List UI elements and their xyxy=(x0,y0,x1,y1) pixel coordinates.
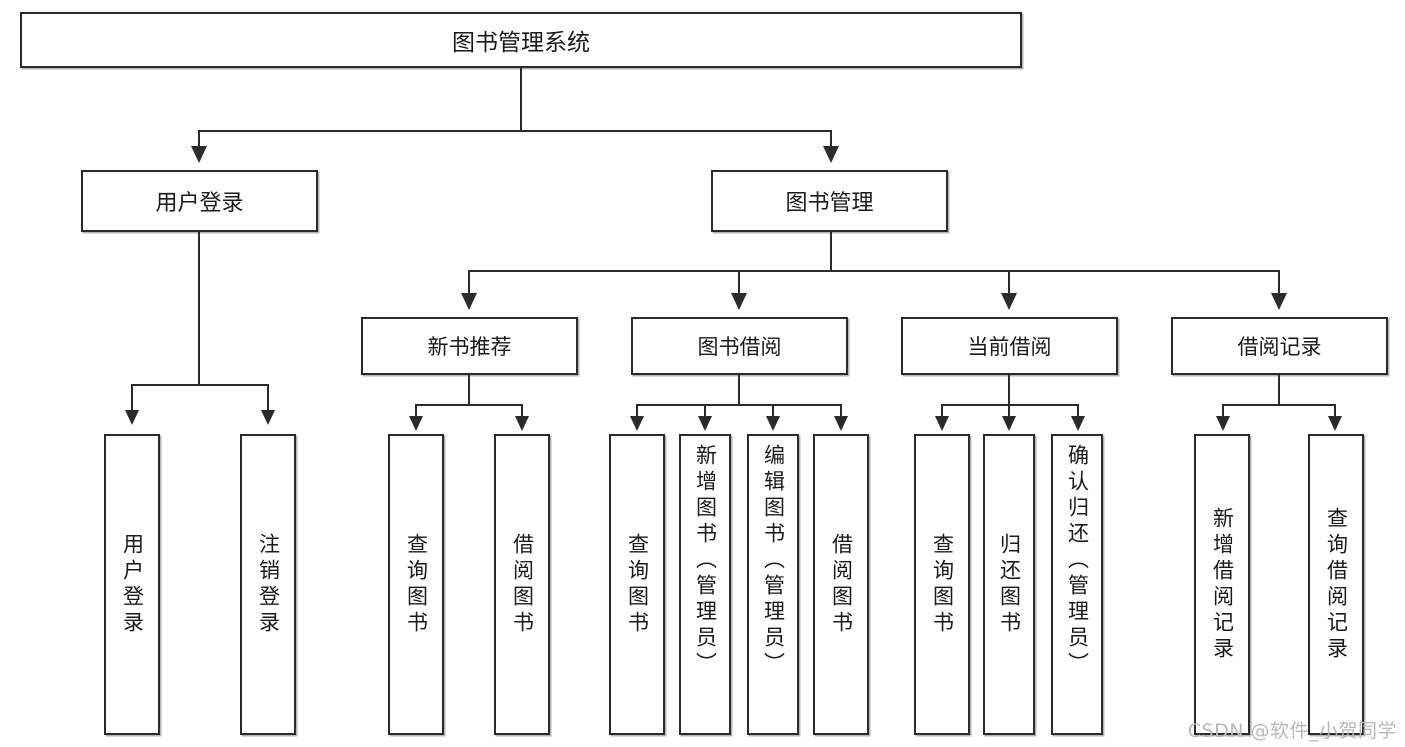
node-label: 注销登录 xyxy=(256,532,281,637)
node-label: 新增借阅记录 xyxy=(1210,506,1235,663)
connector-new-book-recommend-bus xyxy=(415,404,522,406)
node-label: 编辑图书（管理员） xyxy=(761,444,786,678)
node-book-management[interactable]: 图书管理 xyxy=(711,170,948,232)
arrow-down-leaf-add-book xyxy=(698,416,712,431)
connector-drop-leaf-add-book xyxy=(704,404,706,418)
connector-drop-book-management xyxy=(830,130,832,148)
connector-level3-bus xyxy=(468,270,1280,272)
arrow-down-leaf-borrow-book-2 xyxy=(834,416,848,431)
node-label: 用户登录 xyxy=(155,191,244,216)
connector-drop-new-book-recommend xyxy=(468,270,470,295)
node-label: 确认归还（管理员） xyxy=(1065,444,1090,678)
connector-borrow-record-stem xyxy=(1278,375,1280,404)
node-leaf-edit-book[interactable]: 编辑图书（管理员） xyxy=(747,434,799,735)
node-book-borrow[interactable]: 图书借阅 xyxy=(631,317,848,375)
connector-drop-leaf-user-login xyxy=(131,384,133,412)
watermark-text: CSDN @软件_小贺同学 xyxy=(1187,720,1397,742)
arrow-down-leaf-edit-book xyxy=(766,416,780,431)
arrow-down-leaf-query-book-3 xyxy=(935,416,949,431)
node-label: 归还图书 xyxy=(997,532,1022,637)
node-new-book-recommend[interactable]: 新书推荐 xyxy=(361,317,578,375)
connector-drop-leaf-query-book-3 xyxy=(941,404,943,418)
node-label: 查询借阅记录 xyxy=(1324,506,1349,663)
node-leaf-query-book-2[interactable]: 查询图书 xyxy=(609,434,665,735)
connector-drop-book-borrow xyxy=(738,270,740,295)
connector-drop-leaf-confirm-return xyxy=(1077,404,1079,418)
connector-book-borrow-bus xyxy=(636,404,842,406)
connector-drop-user-login xyxy=(198,130,200,148)
connector-current-borrow-bus xyxy=(941,404,1079,406)
node-root-book-management-system[interactable]: 图书管理系统 xyxy=(20,12,1022,68)
node-label: 查询图书 xyxy=(930,532,955,637)
node-leaf-confirm-return[interactable]: 确认归还（管理员） xyxy=(1051,434,1103,735)
arrow-down-book-management xyxy=(823,146,839,163)
arrow-down-leaf-query-record xyxy=(1328,416,1342,431)
node-leaf-return-book[interactable]: 归还图书 xyxy=(983,434,1035,735)
node-label: 查询图书 xyxy=(625,532,650,637)
node-leaf-add-record[interactable]: 新增借阅记录 xyxy=(1194,434,1250,735)
node-label: 图书借阅 xyxy=(697,335,782,359)
arrow-down-leaf-confirm-return xyxy=(1071,416,1085,431)
node-label: 新书推荐 xyxy=(427,335,512,359)
node-label: 图书管理系统 xyxy=(452,30,590,56)
connector-book-borrow-stem xyxy=(738,375,740,404)
node-current-borrow[interactable]: 当前借阅 xyxy=(901,317,1118,375)
node-label: 用户登录 xyxy=(120,532,145,637)
connector-drop-leaf-add-record xyxy=(1222,404,1224,418)
connector-drop-leaf-query-book-2 xyxy=(636,404,638,418)
connector-borrow-record-bus xyxy=(1222,404,1336,406)
node-label: 图书管理 xyxy=(785,191,874,216)
connector-drop-leaf-borrow-book-1 xyxy=(521,404,523,418)
arrow-down-new-book-recommend xyxy=(461,293,477,310)
node-leaf-query-book-1[interactable]: 查询图书 xyxy=(388,434,444,735)
arrow-down-user-login xyxy=(191,146,207,163)
arrow-down-book-borrow xyxy=(731,293,747,310)
connector-drop-current-borrow xyxy=(1008,270,1010,295)
connector-current-borrow-stem xyxy=(1008,375,1010,404)
connector-drop-leaf-query-record xyxy=(1334,404,1336,418)
arrow-down-leaf-return-book xyxy=(1002,416,1016,431)
arrow-down-leaf-user-login xyxy=(125,410,139,425)
node-borrow-record[interactable]: 借阅记录 xyxy=(1171,317,1388,375)
node-label: 借阅记录 xyxy=(1237,335,1322,359)
connector-drop-leaf-borrow-book-2 xyxy=(840,404,842,418)
node-user-login[interactable]: 用户登录 xyxy=(81,170,318,232)
node-leaf-query-record[interactable]: 查询借阅记录 xyxy=(1308,434,1364,735)
node-label: 借阅图书 xyxy=(829,532,854,637)
node-leaf-borrow-book-1[interactable]: 借阅图书 xyxy=(494,434,550,735)
node-leaf-logout[interactable]: 注销登录 xyxy=(240,434,296,735)
node-label: 当前借阅 xyxy=(967,335,1052,359)
connector-user-login-stem xyxy=(198,232,200,384)
connector-root-stem xyxy=(520,68,522,130)
connector-drop-leaf-logout xyxy=(267,384,269,412)
node-leaf-user-login[interactable]: 用户登录 xyxy=(104,434,160,735)
arrow-down-current-borrow xyxy=(1001,293,1017,310)
arrow-down-leaf-logout xyxy=(261,410,275,425)
connector-level2-bus xyxy=(198,130,832,132)
arrow-down-leaf-add-record xyxy=(1216,416,1230,431)
arrow-down-borrow-record xyxy=(1271,293,1287,310)
node-label: 新增图书（管理员） xyxy=(693,444,718,678)
node-label: 借阅图书 xyxy=(510,532,535,637)
node-label: 查询图书 xyxy=(404,532,429,637)
connector-drop-leaf-query-book-1 xyxy=(415,404,417,418)
connector-book-management-stem xyxy=(830,232,832,270)
arrow-down-leaf-borrow-book-1 xyxy=(515,416,529,431)
arrow-down-leaf-query-book-1 xyxy=(409,416,423,431)
node-leaf-add-book[interactable]: 新增图书（管理员） xyxy=(679,434,731,735)
connector-drop-leaf-edit-book xyxy=(772,404,774,418)
connector-drop-borrow-record xyxy=(1278,270,1280,295)
node-leaf-borrow-book-2[interactable]: 借阅图书 xyxy=(813,434,869,735)
node-leaf-query-book-3[interactable]: 查询图书 xyxy=(914,434,970,735)
connector-new-book-recommend-stem xyxy=(468,375,470,404)
connector-user-login-bus xyxy=(131,384,267,386)
connector-drop-leaf-return-book xyxy=(1008,404,1010,418)
arrow-down-leaf-query-book-2 xyxy=(630,416,644,431)
